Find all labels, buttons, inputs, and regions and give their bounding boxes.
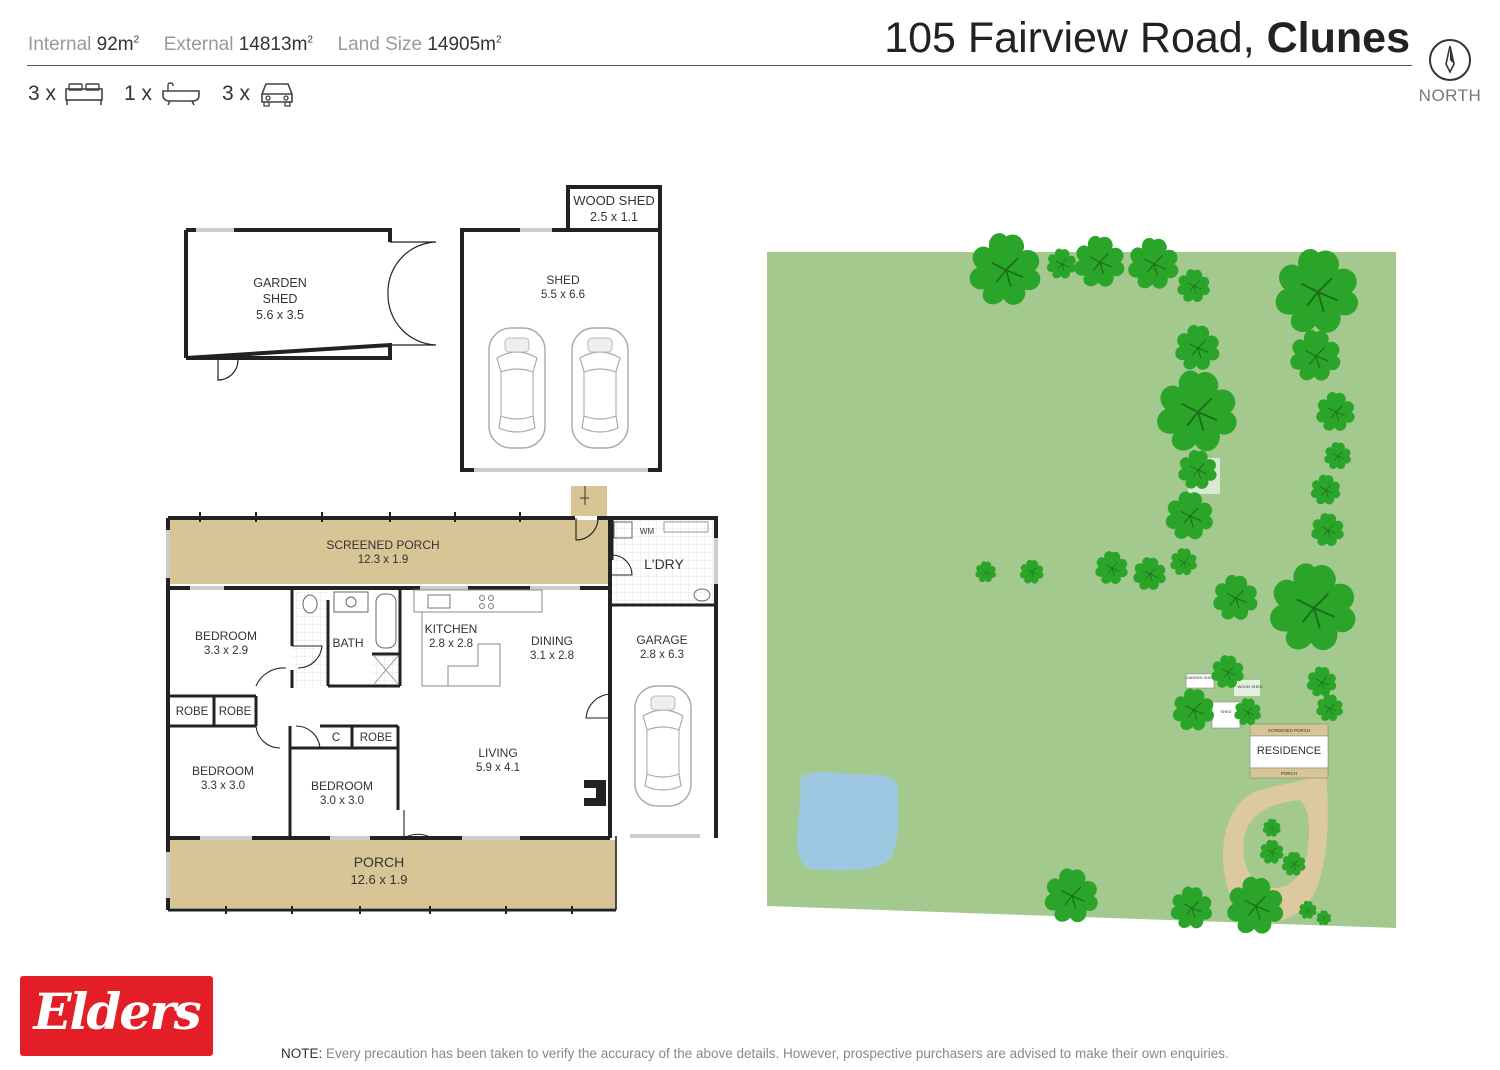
robe-3-label: ROBE [360, 732, 393, 744]
external-value: 14813m2 [238, 34, 313, 55]
internal-label: Internal [28, 34, 92, 55]
bedroom-2-dims: 3.3 x 3.0 [201, 780, 245, 792]
dining-name: DINING [531, 634, 573, 648]
site-shed-label: SHED [1220, 709, 1231, 714]
porch-name: PORCH [354, 854, 405, 870]
north-label: NORTH [1418, 86, 1482, 105]
cupboard-label: C [332, 732, 340, 744]
feature-counts: 3 x 1 x 3 x [28, 78, 316, 110]
dam-pond [797, 772, 899, 871]
kitchen-dims: 2.8 x 2.8 [429, 638, 473, 650]
bedroom-count: 3 x [28, 81, 104, 107]
land-size-label: Land Size [337, 34, 423, 55]
address-suburb: Clunes [1266, 14, 1410, 62]
residence-floorplan: SCREENED PORCH 12.3 x 1.9 WM L'DRY BEDRO… [166, 486, 718, 914]
screened-porch-area [170, 520, 608, 584]
internal-value: 92m2 [96, 34, 140, 55]
site-residence-label: RESIDENCE [1257, 745, 1321, 757]
note-label: NOTE: [281, 1046, 323, 1061]
external-label: External [163, 34, 234, 55]
wood-shed-name: WOOD SHED [573, 193, 655, 208]
bedroom-1-dims: 3.3 x 2.9 [204, 645, 248, 657]
north-indicator: NORTH [1418, 38, 1482, 106]
site-garden-shed-label: GARDEN SHED [1185, 675, 1214, 680]
car-count: 3 x [222, 80, 296, 108]
screened-porch-dims: 12.3 x 1.9 [358, 554, 409, 566]
garden-shed-name-2: SHED [263, 292, 298, 306]
living-dims: 5.9 x 4.1 [476, 762, 520, 774]
bedroom-3-dims: 3.0 x 3.0 [320, 795, 364, 807]
garden-shed-name-1: GARDEN [253, 276, 306, 290]
screened-porch-name: SCREENED PORCH [326, 538, 439, 552]
shed: SHED 5.5 x 6.6 [460, 228, 662, 472]
site-porch-label: PORCH [1281, 771, 1297, 776]
washing-machine-label: WM [640, 527, 655, 536]
robe-2-label: ROBE [219, 706, 252, 718]
car-icon [261, 83, 293, 107]
garden-shed: GARDEN SHED 5.6 x 3.5 [184, 228, 437, 381]
garage-dims: 2.8 x 6.3 [640, 649, 684, 661]
elders-logo: Elders [20, 976, 213, 1056]
bedroom-2-name: BEDROOM [192, 764, 254, 778]
laundry-name: L'DRY [644, 556, 684, 572]
porch-area [170, 840, 616, 908]
property-stats: Internal 92m2 External 14813m2 Land Size… [28, 34, 502, 56]
bath-name: BATH [332, 636, 363, 650]
site-screened-porch-label: SCREENED PORCH [1268, 728, 1311, 733]
land-size-value: 14905m2 [427, 34, 502, 55]
wood-shed: WOOD SHED 2.5 x 1.1 [566, 185, 662, 230]
living-name: LIVING [478, 746, 517, 760]
dining-dims: 3.1 x 2.8 [530, 650, 574, 662]
wood-shed-dims: 2.5 x 1.1 [590, 210, 638, 224]
porch-dims: 12.6 x 1.9 [350, 872, 407, 887]
header-divider [27, 65, 1412, 66]
site-wood-shed-label: WOOD SHED [1237, 684, 1262, 689]
kitchen-name: KITCHEN [425, 622, 478, 636]
site-plan: GARDEN SHED WOOD SHED SHED SCREENED PORC… [767, 232, 1396, 935]
bath-icon [162, 82, 200, 106]
bedroom-3-name: BEDROOM [311, 779, 373, 793]
shed-dims: 5.5 x 6.6 [541, 289, 585, 301]
note-text: Every precaution has been taken to verif… [326, 1046, 1229, 1061]
garage-name: GARAGE [636, 633, 687, 647]
compass-icon [1429, 39, 1471, 81]
address-street: 105 Fairview Road, [884, 14, 1255, 62]
lawn [767, 252, 1396, 928]
bathroom-count: 1 x [124, 81, 202, 107]
bedroom-1-name: BEDROOM [195, 629, 257, 643]
bed-icon [65, 83, 103, 105]
garden-shed-dims: 5.6 x 3.5 [256, 308, 304, 322]
elders-logo-text: Elders [33, 982, 201, 1041]
robe-1-label: ROBE [176, 706, 209, 718]
property-address: 105 Fairview Road, Clunes [884, 14, 1410, 63]
shed-name: SHED [546, 273, 580, 287]
disclaimer-note: NOTE: Every precaution has been taken to… [281, 1046, 1229, 1061]
